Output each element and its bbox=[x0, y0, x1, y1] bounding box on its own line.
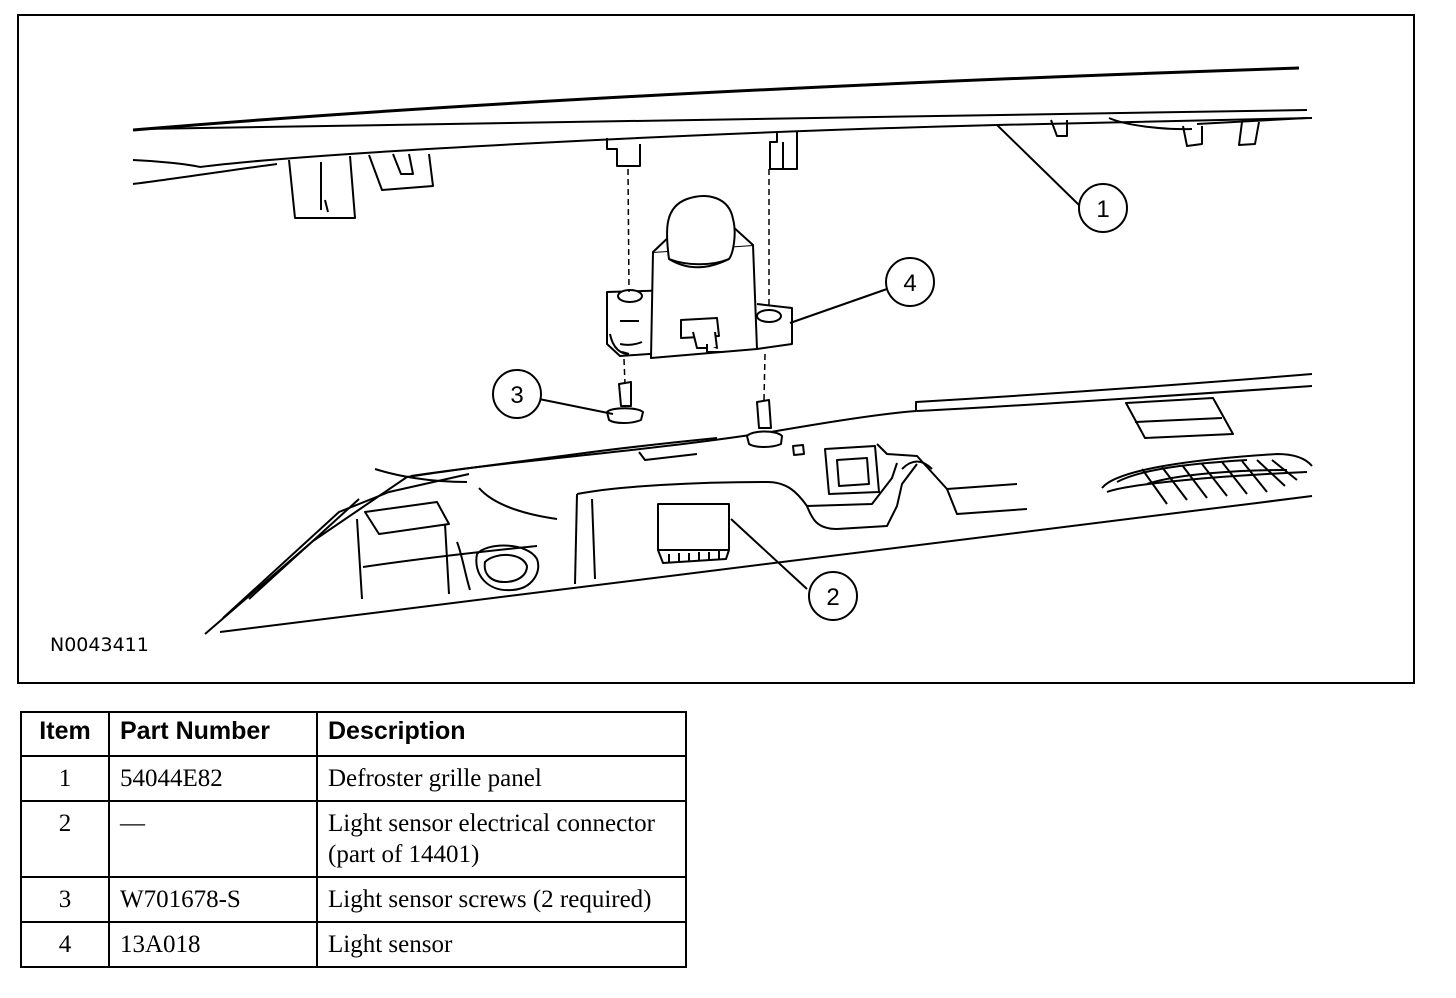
parts-table-header: Item Part Number Description bbox=[20, 711, 687, 757]
diagram-canvas: 1 4 3 2 bbox=[17, 14, 1415, 684]
header-part-number: Part Number bbox=[108, 711, 318, 757]
row-part-number: W701678-S bbox=[108, 876, 318, 923]
row-part-number: 54044E82 bbox=[108, 755, 318, 802]
table-row: 4 13A018 Light sensor bbox=[20, 921, 687, 968]
callout-2: 2 bbox=[808, 571, 858, 621]
table-row: 1 54044E82 Defroster grille panel bbox=[20, 755, 687, 802]
parts-table: Item Part Number Description 1 54044E82 … bbox=[20, 711, 687, 968]
instrument-panel bbox=[204, 373, 1313, 635]
callout-1: 1 bbox=[1078, 183, 1128, 233]
light-sensor bbox=[606, 195, 793, 359]
light-sensor-screws bbox=[606, 381, 783, 448]
row-item: 3 bbox=[20, 876, 110, 923]
callout-4: 4 bbox=[885, 257, 935, 307]
callout-3: 3 bbox=[492, 369, 542, 419]
row-item: 2 bbox=[20, 800, 110, 878]
row-item: 4 bbox=[20, 921, 110, 968]
row-part-number: — bbox=[108, 800, 318, 878]
row-description: Defroster grille panel bbox=[316, 755, 687, 802]
header-description: Description bbox=[316, 711, 687, 757]
exploded-view-figure: 1 4 3 2 N0043411 bbox=[17, 14, 1415, 684]
callout-4-label: 4 bbox=[903, 270, 916, 297]
row-description: Light sensor electrical connector (part … bbox=[316, 800, 687, 878]
table-row: 2 — Light sensor electrical connector (p… bbox=[20, 800, 687, 878]
table-row: 3 W701678-S Light sensor screws (2 requi… bbox=[20, 876, 687, 923]
row-description: Light sensor screws (2 required) bbox=[316, 876, 687, 923]
callout-3-label: 3 bbox=[510, 382, 523, 409]
callout-2-label: 2 bbox=[826, 584, 839, 611]
callout-1-label: 1 bbox=[1096, 196, 1109, 223]
row-part-number: 13A018 bbox=[108, 921, 318, 968]
defroster-grille-panel bbox=[132, 66, 1313, 219]
header-item: Item bbox=[20, 711, 110, 757]
row-description: Light sensor bbox=[316, 921, 687, 968]
figure-id: N0043411 bbox=[50, 634, 149, 656]
leader-lines bbox=[538, 124, 1080, 590]
row-item: 1 bbox=[20, 755, 110, 802]
light-sensor-connector bbox=[657, 503, 730, 551]
alignment-lines bbox=[623, 168, 770, 401]
